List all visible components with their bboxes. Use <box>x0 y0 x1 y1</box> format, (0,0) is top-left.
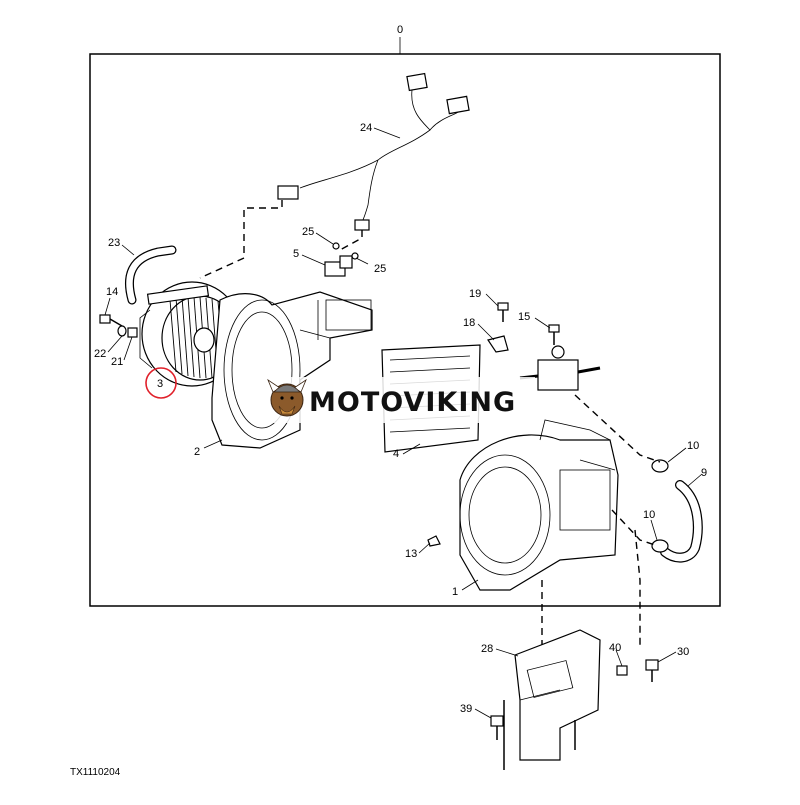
callout-13: 13 <box>405 548 417 560</box>
water-valve <box>519 345 601 391</box>
callout-0: 0 <box>397 24 403 36</box>
callout-9: 9 <box>701 467 707 479</box>
callout-14: 14 <box>106 286 118 298</box>
washer-22 <box>117 325 127 337</box>
harness-dash-line <box>199 200 283 279</box>
bolt-14 <box>99 314 123 327</box>
callout-1: 1 <box>452 586 458 598</box>
callout-39: 39 <box>460 703 472 715</box>
nut-21 <box>127 327 138 338</box>
callout-30: 30 <box>677 646 689 658</box>
clip-13 <box>427 535 441 547</box>
callout-22: 22 <box>94 348 106 360</box>
highlight-circle <box>145 367 177 399</box>
blower-housing <box>211 291 373 449</box>
figure-id: TX1110204 <box>70 767 121 778</box>
callout-5: 5 <box>293 248 299 260</box>
bolt-40 <box>616 665 628 676</box>
heater-case <box>459 419 619 591</box>
valve-dash-line <box>574 394 661 463</box>
callout-4: 4 <box>393 448 399 460</box>
callout-15: 15 <box>518 311 530 323</box>
cover-bracket <box>503 629 601 770</box>
bolt-19 <box>497 302 509 322</box>
bolt-dash-line <box>634 529 641 645</box>
watermark: MOTOVIKING <box>262 377 535 423</box>
callout-24: 24 <box>360 122 372 134</box>
leader-lines <box>104 127 703 719</box>
bracket-18 <box>487 335 509 353</box>
callout-23: 23 <box>108 237 120 249</box>
harness-dash-line-2 <box>339 230 363 251</box>
callout-2: 2 <box>194 446 200 458</box>
callout-21: 21 <box>111 356 123 368</box>
hose-clamp-upper <box>651 459 669 473</box>
bolt-30 <box>645 659 659 682</box>
bolt-15 <box>548 324 560 345</box>
wire-harness <box>277 72 470 231</box>
watermark-text: MOTOVIKING <box>309 387 516 418</box>
assembly-frame <box>89 53 721 607</box>
callout-10-upper: 10 <box>687 440 699 452</box>
callout-19: 19 <box>469 288 481 300</box>
callout-18: 18 <box>463 317 475 329</box>
callout-40: 40 <box>609 642 621 654</box>
callout-10-lower: 10 <box>643 509 655 521</box>
case-dash-line <box>611 509 656 546</box>
hose-clamp-lower <box>651 539 669 553</box>
callout-25-upper: 25 <box>302 226 314 238</box>
harness-clip <box>324 242 359 277</box>
callout-28: 28 <box>481 643 493 655</box>
viking-logo <box>267 378 307 417</box>
callout-25-lower: 25 <box>374 263 386 275</box>
bolt-39 <box>490 715 504 740</box>
callout-3: 3 <box>157 378 163 390</box>
